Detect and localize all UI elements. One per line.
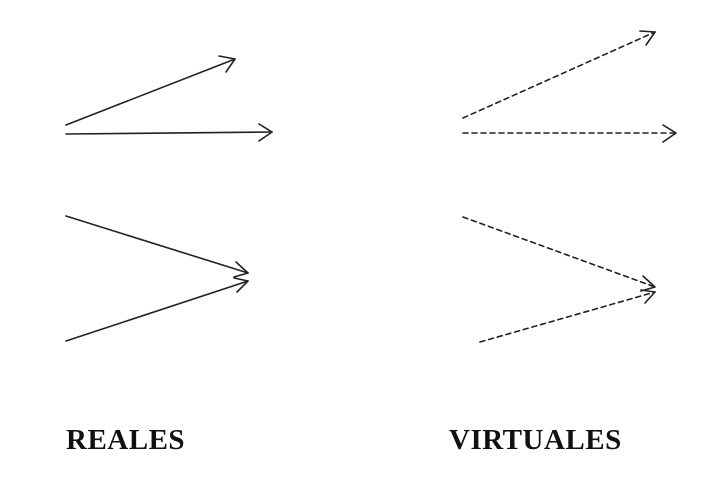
virtual-converging-rays	[462, 216, 656, 343]
virtual-converging-arrowheads	[640, 275, 656, 304]
virtual-ray-upper	[462, 31, 656, 119]
real-ray-horizontal	[65, 131, 273, 135]
arrowhead	[640, 275, 656, 292]
arrowhead	[258, 123, 273, 142]
virtual-diverging-rays	[462, 31, 677, 134]
arrowhead	[218, 55, 236, 73]
virtual-diverging-arrowheads	[639, 30, 677, 143]
arrowhead	[233, 261, 249, 278]
real-diverging-rays	[65, 55, 273, 142]
arrowhead	[640, 289, 656, 304]
real-converging-rays	[65, 215, 249, 342]
real-ray-ascending	[65, 280, 249, 342]
real-ray-descending	[65, 215, 249, 274]
arrowhead	[639, 30, 656, 46]
virtual-ray-descending	[462, 216, 656, 288]
label-virtuales: VIRTUALES	[449, 424, 622, 456]
arrowhead	[662, 124, 677, 143]
virtual-ray-ascending	[479, 291, 656, 343]
label-reales: REALES	[66, 424, 186, 456]
real-ray-upper	[65, 58, 236, 126]
arrowhead	[233, 277, 249, 293]
